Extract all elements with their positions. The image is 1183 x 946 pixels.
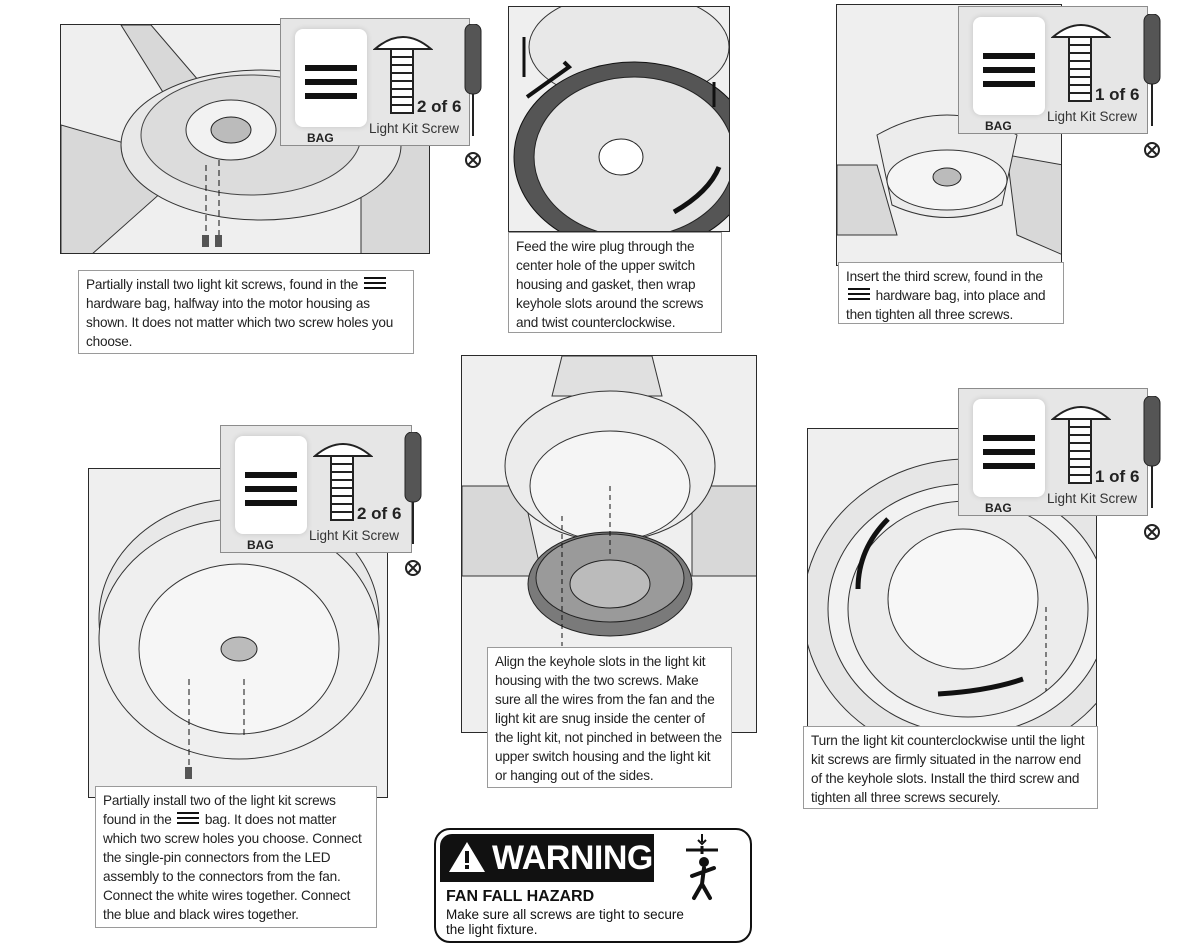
light-kit-drawing [837, 114, 1061, 255]
bag-label: BAG [247, 538, 274, 552]
hardware-card-4: BAG 1 of 6 Light Kit Screw [958, 388, 1148, 516]
screwdriver-icon [464, 24, 482, 168]
screw-count: 2 of 6 [357, 504, 402, 523]
screw-count: 2 of 6 [417, 97, 462, 116]
screw-icon [1051, 24, 1111, 102]
screwdriver-icon [1143, 14, 1161, 158]
screw-icon [373, 36, 433, 114]
caption-text: Partially install two of the light kit s… [103, 793, 336, 827]
caption-text: Feed the wire plug through the center ho… [516, 239, 704, 330]
screwdriver-icon [1143, 396, 1161, 540]
light-kit-alignment-drawing [462, 356, 756, 646]
warning-text: Make sure all screws are tight to secure… [446, 907, 684, 937]
caption-text: Partially install two light kit screws, … [86, 277, 359, 292]
screw-icon [1051, 406, 1111, 484]
screw-count: 1 of 6 [1095, 467, 1140, 486]
caption-text: hardware bag, halfway into the motor hou… [86, 296, 394, 349]
hardware-card-2: BAG 1 of 6 Light Kit Screw [958, 6, 1148, 134]
hardware-bag-icon [363, 277, 386, 290]
step-3-caption: Insert the third screw, found in the har… [838, 262, 1064, 324]
warning-triangle-icon [449, 842, 485, 872]
hardware-bag-icon [177, 812, 200, 825]
warning-text-line: Make sure all screws are tight to secure [446, 907, 684, 922]
hardware-card-1: BAG 2 of 6 Light Kit Screw [280, 18, 470, 146]
screw-count: 1 of 6 [1095, 85, 1140, 104]
part-name: Light Kit Screw [1047, 491, 1138, 506]
step-2-caption: Feed the wire plug through the center ho… [508, 232, 722, 333]
hardware-bag-icon [235, 436, 307, 534]
screw-icon [313, 443, 373, 521]
light-kit-rotation-drawing [808, 458, 1096, 727]
part-name: Light Kit Screw [309, 528, 400, 543]
part-name: Light Kit Screw [1047, 109, 1138, 124]
hardware-bag-icon [848, 288, 870, 301]
step-6-illustration [807, 428, 1097, 728]
warning-title: FAN FALL HAZARD [446, 888, 595, 905]
step-2-illustration [508, 6, 730, 232]
warning-box: WARNING FAN FALL HAZARD Make sure all sc… [434, 828, 752, 943]
step-5-caption: Align the keyhole slots in the light kit… [487, 647, 732, 788]
hardware-bag-icon [973, 17, 1045, 115]
screwdriver-icon [404, 432, 422, 576]
part-name: Light Kit Screw [369, 121, 460, 136]
step-1-caption: Partially install two light kit screws, … [78, 270, 414, 354]
falling-person-icon [686, 834, 718, 900]
warning-text-line: the light fixture. [446, 922, 538, 937]
caption-text: Align the keyhole slots in the light kit… [495, 654, 722, 783]
hardware-bag-icon [973, 399, 1045, 497]
bag-label: BAG [985, 501, 1012, 515]
warning-heading: WARNING [492, 839, 653, 877]
caption-text: bag. It does not matter which two screw … [103, 812, 362, 922]
caption-text: Insert the third screw, found in the [846, 269, 1043, 284]
caption-text: Turn the light kit counterclockwise unti… [811, 733, 1085, 805]
bag-label: BAG [307, 131, 334, 145]
switch-housing-drawing [513, 7, 729, 231]
warning-header: WARNING [440, 834, 654, 882]
bag-label: BAG [985, 119, 1012, 133]
step-6-caption: Turn the light kit counterclockwise unti… [803, 726, 1098, 809]
hardware-bag-icon [295, 29, 367, 127]
step-4-caption: Partially install two of the light kit s… [95, 786, 377, 928]
caption-text: hardware bag, into place and then tighte… [846, 288, 1046, 322]
hardware-card-3: BAG 2 of 6 Light Kit Screw [220, 425, 412, 553]
fan-underside-drawing [98, 498, 380, 779]
